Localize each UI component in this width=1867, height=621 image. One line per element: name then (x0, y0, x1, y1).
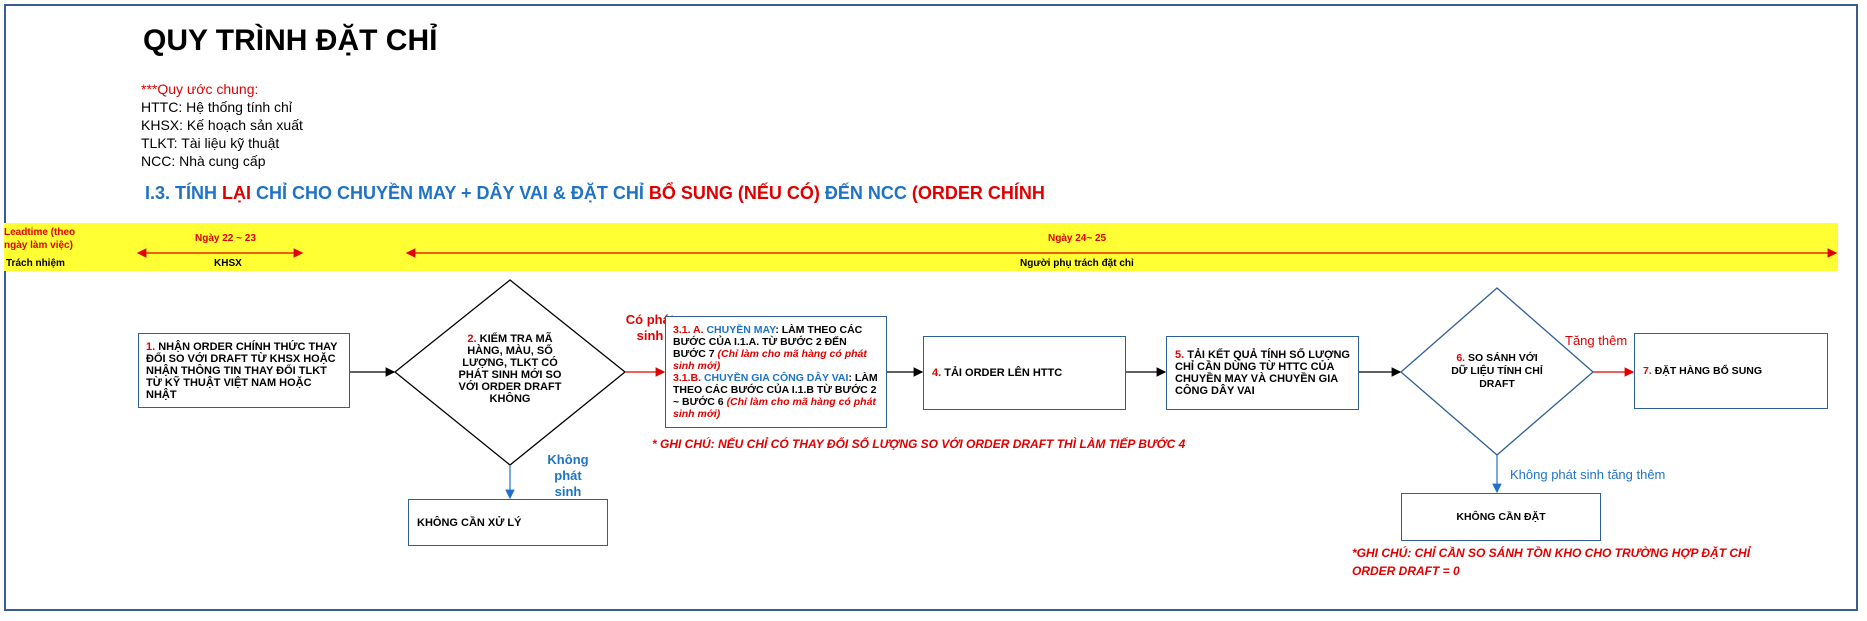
note-2: *GHI CHÚ: CHỈ CẦN SO SÁNH TỒN KHO CHO TR… (1352, 546, 1751, 578)
legend-item: KHSX: Kế hoạch sản xuất (141, 117, 303, 133)
decision-2-text: 2. KIỂM TRA MÃ HÀNG, MÀU, SỐ LƯỢNG, TLKT… (455, 333, 565, 405)
no-process-box: KHÔNG CẦN XỬ LÝ (408, 499, 608, 546)
step-3b-text: : LÀM THEO CÁC BƯỚC CỦA I.1.B TỪ BƯỚC 2 … (673, 372, 878, 408)
step-number: 3.1. A. (673, 324, 707, 336)
no-process-text: KHÔNG CẦN XỬ LÝ (417, 516, 522, 529)
step-number: 6. (1456, 352, 1469, 364)
step-1-box: 1. NHẬN ORDER CHÍNH THỨC THAY ĐỔI SO VỚI… (138, 333, 350, 408)
timeline-band (4, 223, 1838, 271)
decision-6-text: 6. SO SÁNH VỚI DỮ LIỆU TÍNH CHỈ DRAFT (1450, 352, 1544, 391)
step-7-box: 7. ĐẶT HÀNG BỔ SUNG (1634, 333, 1828, 409)
legend-item: HTTC: Hệ thống tính chỉ (141, 99, 292, 115)
section-part: (ORDER CHÍNH (911, 183, 1045, 203)
responsibility-label: Trách nhiệm (6, 258, 65, 269)
yes-label: Có phát sinh (625, 312, 675, 343)
step-1-text: NHẬN ORDER CHÍNH THỨC THAY ĐỔI SO VỚI DR… (146, 340, 338, 401)
step-4-text: TẢI ORDER LÊN HTTC (944, 367, 1063, 379)
note-1: * GHI CHÚ: NẾU CHỈ CÓ THAY ĐỔI SỐ LƯỢNG … (652, 437, 1186, 451)
step-3a-title: CHUYỀN MAY (706, 324, 776, 336)
leadtime-label: Leadtime (theo ngày làm việc) (4, 227, 76, 251)
step-5-box: 5. TẢI KẾT QUẢ TÍNH SỐ LƯỢNG CHỈ CẦN DÙN… (1166, 336, 1359, 410)
owner-1: KHSX (214, 258, 242, 269)
step-3-box: 3.1. A. CHUYỀN MAY: LÀM THEO CÁC BƯỚC CỦ… (665, 316, 887, 428)
step-2-text: KIỂM TRA MÃ HÀNG, MÀU, SỐ LƯỢNG, TLKT CÓ… (458, 333, 562, 405)
no-increase-label: Không phát sinh tăng thêm (1510, 467, 1666, 482)
step-3a-note: (Chỉ làm cho mã hàng có phát sinh mới) (673, 348, 867, 372)
period-1: Ngày 22 ~ 23 (195, 233, 256, 244)
page-title: QUY TRÌNH ĐẶT CHỈ (143, 24, 438, 57)
step-6-text: SO SÁNH VỚI DỮ LIỆU TÍNH CHỈ DRAFT (1451, 352, 1543, 390)
step-3b-title: CHUYỀN GIA CÔNG DÂY VAI (703, 372, 849, 384)
owner-2: Người phụ trách đặt chỉ (1020, 258, 1134, 269)
section-part: CHỈ CHO CHUYỀN MAY + DÂY VAI & ĐẶT CHỈ (251, 183, 649, 203)
no-label: Không phát sinh (547, 452, 589, 499)
section-part: BỔ SUNG (NẾU CÓ) (648, 183, 820, 203)
step-number: 2. (467, 333, 480, 345)
step-4-box: 4. TẢI ORDER LÊN HTTC (923, 336, 1126, 410)
legend-item: TLKT: Tài liệu kỹ thuật (141, 135, 280, 151)
step-number: 1. (146, 340, 159, 353)
step-number: 5. (1175, 349, 1188, 361)
step-number: 7. (1643, 365, 1655, 377)
step-5-text: TẢI KẾT QUẢ TÍNH SỐ LƯỢNG CHỈ CẦN DÙNG T… (1175, 349, 1350, 397)
no-order-box: KHÔNG CẦN ĐẶT (1401, 493, 1601, 541)
no-order-text: KHÔNG CẦN ĐẶT (1456, 511, 1546, 523)
step-number: 3.1.B. (673, 372, 704, 384)
section-heading: I.3. TÍNH LẠI CHỈ CHO CHUYỀN MAY + DÂY V… (145, 183, 1045, 204)
step-number: 4. (932, 367, 945, 379)
step-3b-note: (Chỉ làm cho mã hàng có phát sinh mới) (673, 396, 876, 420)
step-3a-text: : LÀM THEO CÁC BƯỚC CỦA I.1.A. TỪ BƯỚC 2… (673, 324, 863, 360)
section-part: ĐẾN NCC (819, 183, 912, 203)
section-part: I.3. TÍNH (145, 183, 223, 203)
legend-heading: ***Quy ước chung: (141, 81, 259, 97)
period-2: Ngày 24~ 25 (1048, 233, 1107, 244)
step-7-text: ĐẶT HÀNG BỔ SUNG (1654, 365, 1763, 377)
page-frame (4, 4, 1858, 611)
legend-item: NCC: Nhà cung cấp (141, 153, 266, 169)
increase-label: Tăng thêm (1565, 333, 1628, 348)
legend: ***Quy ước chung: HTTC: Hệ thống tính ch… (141, 80, 303, 170)
section-part: LẠI (222, 183, 252, 203)
